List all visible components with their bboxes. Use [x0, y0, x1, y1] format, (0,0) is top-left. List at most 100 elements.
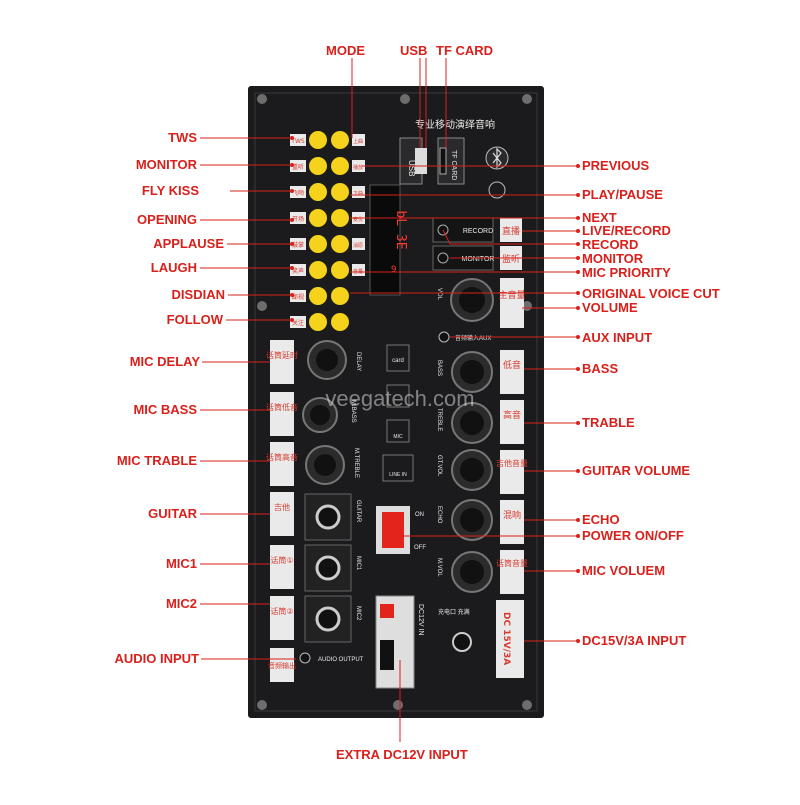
knob-cap-icon	[460, 560, 484, 584]
function-button[interactable]	[331, 157, 349, 175]
function-button[interactable]	[331, 131, 349, 149]
label-follow: FOLLOW	[166, 312, 223, 327]
bass-tag: BASS	[436, 360, 442, 376]
treble-cn-tag	[500, 400, 524, 444]
arrow-dot-icon	[576, 291, 580, 295]
function-button[interactable]	[309, 235, 327, 253]
arrow-dot-icon	[290, 163, 294, 167]
screw-icon	[257, 94, 267, 104]
function-button[interactable]	[331, 209, 349, 227]
label-monitor-right: MONITOR	[582, 251, 644, 266]
function-button[interactable]	[309, 209, 327, 227]
line-in-icon	[382, 454, 414, 482]
function-button[interactable]	[309, 157, 327, 175]
arrow-dot-icon	[576, 229, 580, 233]
button-tag-right	[352, 264, 365, 276]
function-button[interactable]	[309, 313, 327, 331]
button-tag	[290, 316, 306, 328]
button-tag	[290, 290, 306, 302]
screw-icon	[257, 301, 267, 311]
label-next: NEXT	[582, 210, 617, 225]
watermark: veegatech.com	[325, 386, 474, 411]
tf-card-slot[interactable]	[439, 147, 447, 175]
button-tag-right-text: 消原	[353, 242, 363, 249]
arrow-dot-icon	[576, 242, 580, 246]
aux-input-jack[interactable]	[438, 331, 450, 343]
power-switch[interactable]	[382, 512, 404, 548]
arrow-dot-icon	[576, 569, 580, 573]
knob-cap-icon	[460, 458, 484, 482]
arrow-dot-icon	[576, 193, 580, 197]
arrow-dot-icon	[290, 218, 294, 222]
dc12v-terminal-negative[interactable]	[380, 640, 394, 670]
arrow-dot-icon	[576, 639, 580, 643]
dc15v-jack[interactable]	[452, 632, 472, 652]
led-display-text: bL 3E	[393, 210, 408, 249]
mic2-tag: MIC2	[355, 606, 361, 621]
button-tag-text: 笑声	[292, 267, 304, 275]
gtvol-cn-text: 吉他音量	[496, 458, 528, 468]
function-button[interactable]	[309, 261, 327, 279]
monitor-button[interactable]	[437, 252, 449, 264]
arrow-dot-icon	[576, 518, 580, 522]
mbass-cn-text: 话筒低音	[266, 402, 298, 412]
mtreble-tag: M.TREBLE	[353, 448, 359, 478]
function-button[interactable]	[331, 287, 349, 305]
label-usb: USB	[400, 43, 428, 58]
function-button[interactable]	[331, 235, 349, 253]
record-cn-text: 直播	[502, 225, 520, 237]
mic1-jack[interactable]	[315, 555, 341, 581]
dc12v-terminal-positive[interactable]	[380, 604, 394, 618]
mic2-cn-tag	[270, 596, 294, 640]
line-in-icon-label: LINE IN	[389, 472, 407, 478]
mvol-cn-text: 话筒音量	[496, 558, 528, 568]
label-mic1: MIC1	[165, 556, 197, 571]
label-bass: BASS	[582, 361, 619, 376]
mtreble-cn-text: 话筒高音	[266, 452, 298, 462]
button-tag-right	[352, 134, 365, 146]
guitar-cn-text: 吉他	[274, 502, 290, 512]
mic1-tag: MIC1	[355, 556, 361, 571]
function-button[interactable]	[309, 183, 327, 201]
button-tag-right-text: 播放	[353, 164, 363, 171]
knob-cap-icon	[310, 405, 330, 425]
function-button[interactable]	[331, 313, 349, 331]
label-live-record: LIVE/RECORD	[582, 223, 671, 238]
button-tag	[290, 212, 306, 224]
guitar-tag: GUITAR	[355, 500, 361, 523]
guitar-cn-tag	[270, 492, 294, 536]
audio-output-jack[interactable]	[299, 652, 311, 664]
monitor-button-label: MONITOR	[462, 256, 495, 263]
delay-cn-tag	[270, 340, 294, 384]
label-mode: MODE	[326, 43, 365, 58]
guitar-jack[interactable]	[315, 504, 341, 530]
function-button[interactable]	[331, 261, 349, 279]
led-display	[369, 184, 401, 296]
function-button[interactable]	[309, 287, 327, 305]
function-button[interactable]	[309, 131, 327, 149]
monitor-cn-text: 监听	[502, 253, 520, 265]
button-tag-right-text: 上曲	[353, 138, 363, 145]
knob-cap-icon	[460, 411, 484, 435]
button-tag	[290, 186, 306, 198]
gtvol-tag: GT.VOL	[436, 455, 442, 477]
label-mic2: MIC2	[165, 596, 197, 611]
audio-out-cn-tag	[270, 648, 294, 682]
label-volume: VOLUME	[582, 300, 638, 315]
function-button[interactable]	[331, 183, 349, 201]
leader-lines	[200, 58, 578, 742]
arrow-dot-icon	[576, 335, 580, 339]
mbass-tag: M.BASS	[350, 400, 356, 423]
arrow-dot-icon	[290, 189, 294, 193]
mtreble-cn-tag	[270, 442, 294, 486]
label-previous: PREVIOUS	[582, 158, 650, 173]
dc12v-tag: DC12V IN	[417, 604, 424, 636]
aux-tag: 音频输入AUX	[455, 334, 491, 342]
mbass-cn-tag	[270, 392, 294, 436]
volume-cn-tag	[500, 278, 524, 328]
bass-cn-text: 低音	[503, 359, 521, 371]
button-tag-right	[352, 238, 365, 250]
mic2-jack[interactable]	[315, 606, 341, 632]
usb-port[interactable]	[415, 148, 427, 174]
